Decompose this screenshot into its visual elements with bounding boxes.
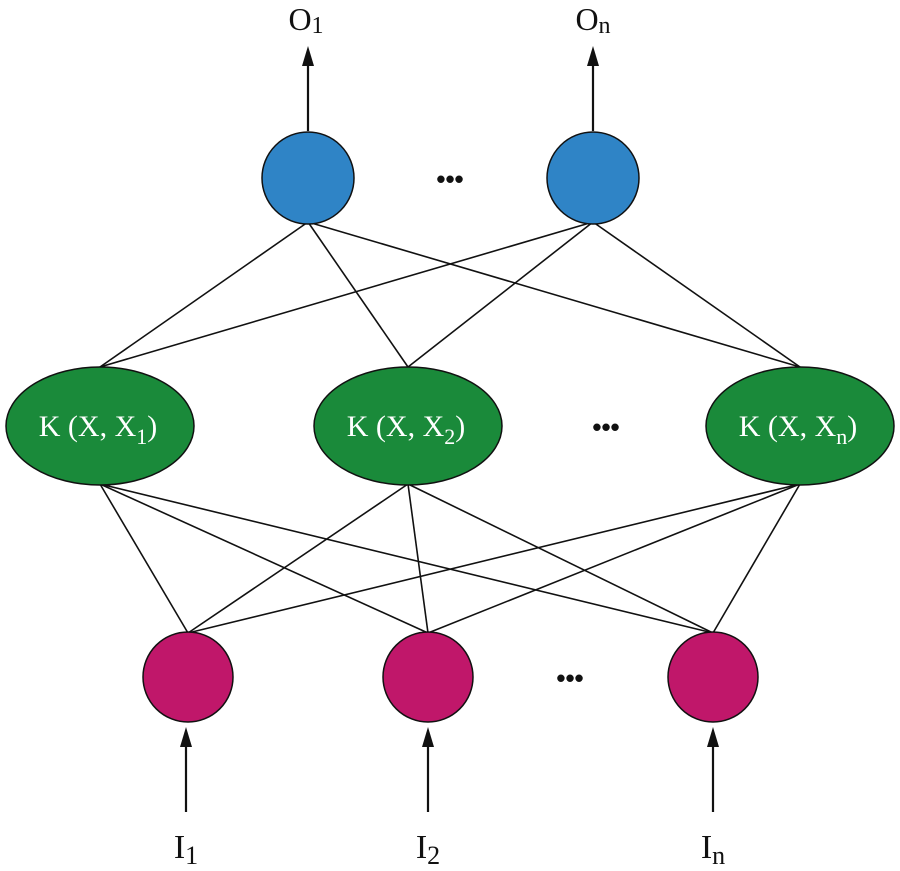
edge-o1-k1 [99,221,309,368]
input-node-1 [142,631,234,723]
edge-kn-in [712,483,801,634]
edge-on-k2 [407,221,594,368]
kernel-node-2 [313,366,503,486]
output-node-1 [261,131,355,225]
edge-on-kn [592,221,801,368]
output-layer: ••• [261,131,640,225]
edge-k1-i1 [99,483,189,634]
output-kernel-edges [99,221,801,368]
kernel-node-1 [5,366,195,486]
output-label-1: O1 [288,1,323,39]
kernel-node-n [705,366,895,486]
arrow-in-head [707,727,719,747]
kernel-input-edges [99,483,801,634]
kernel-label-2: K (X, X2) [347,410,466,449]
edge-kn-i1 [187,483,801,634]
input-label-1: I1 [174,829,198,870]
edge-k2-i1 [187,483,409,634]
input-layer: ••• [142,631,759,723]
arrow-on-head [587,46,599,66]
edge-o1-kn [307,221,801,368]
output-arrows [302,46,599,131]
edge-o1-k2 [307,221,409,368]
output-ellipsis: ••• [436,164,463,194]
edge-k2-i2 [407,483,429,634]
arrow-i1-head [180,727,192,747]
arrow-o1-head [302,46,314,66]
output-label-n: On [575,1,610,39]
edge-on-k1 [99,221,594,368]
arrow-i2-head [422,727,434,747]
output-labels: O1 On [288,1,610,39]
edge-k1-i2 [99,483,429,634]
input-node-n [667,631,759,723]
input-label-2: I2 [416,829,440,870]
input-label-n: In [701,829,725,870]
edge-k1-in [99,483,714,634]
kernel-label-n: K (X, Xn) [739,410,858,449]
kernel-ellipsis: ••• [592,412,619,442]
input-labels: I1 I2 In [174,829,725,870]
input-ellipsis: ••• [556,663,583,693]
output-node-n [546,131,640,225]
edge-kn-i2 [427,483,801,634]
kernel-label-1: K (X, X1) [39,410,158,449]
input-arrows [180,727,719,812]
input-node-2 [382,631,474,723]
kernel-layer: K (X, X1) K (X, X2) K (X, Xn) ••• [5,366,895,486]
edge-k2-in [407,483,714,634]
